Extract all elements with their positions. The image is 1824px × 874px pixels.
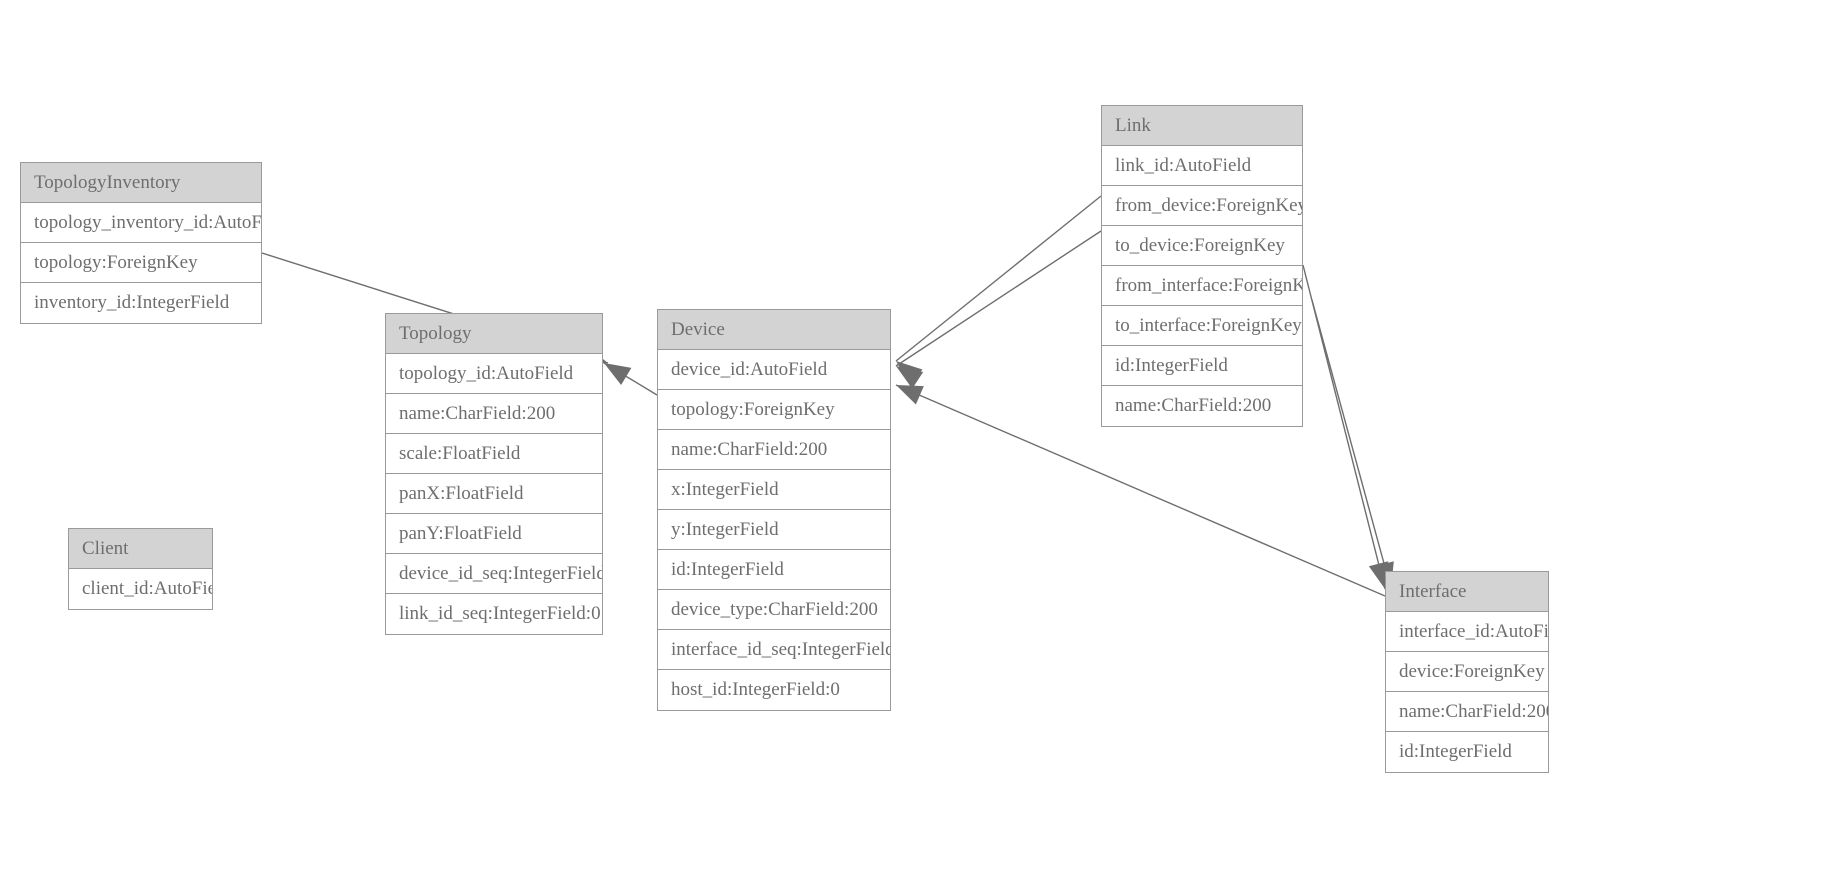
entity-field-row: inventory_id:IntegerField xyxy=(21,283,261,323)
entity-field-row: topology:ForeignKey xyxy=(21,243,261,283)
entity-field-row: to_interface:ForeignKey xyxy=(1102,306,1302,346)
edge-link-tointerface-interface xyxy=(1311,299,1392,590)
entity-fields-interface: interface_id:AutoFielddevice:ForeignKeyn… xyxy=(1386,612,1548,772)
entity-fields-client: client_id:AutoField xyxy=(69,569,212,609)
edge-link-frominterface-interface xyxy=(1302,264,1386,590)
entity-field-row: scale:FloatField xyxy=(386,434,602,474)
entity-field-row: id:IntegerField xyxy=(1102,346,1302,386)
entity-fields-topology_inventory: topology_inventory_id:AutoFieldtopology:… xyxy=(21,203,261,323)
edge-link-todevice-device xyxy=(895,230,1102,367)
entity-field-row: device:ForeignKey xyxy=(1386,652,1548,692)
edge-link-fromdevice-device xyxy=(895,195,1102,362)
entity-field-row: name:CharField:200 xyxy=(1386,692,1548,732)
entity-field-row: topology:ForeignKey xyxy=(658,390,890,430)
entity-field-row: id:IntegerField xyxy=(658,550,890,590)
entity-field-row: link_id_seq:IntegerField:0 xyxy=(386,594,602,634)
entity-field-row: device_type:CharField:200 xyxy=(658,590,890,630)
edge-link-fromdevice-device-arrowhead xyxy=(896,361,923,386)
entity-field-row: to_device:ForeignKey xyxy=(1102,226,1302,266)
entity-title-topology_inventory: TopologyInventory xyxy=(21,163,261,203)
edge-device-topology-arrowhead xyxy=(604,363,632,385)
entity-field-row: id:IntegerField xyxy=(1386,732,1548,772)
entity-field-row: panX:FloatField xyxy=(386,474,602,514)
entity-title-link: Link xyxy=(1102,106,1302,146)
entity-field-row: link_id:AutoField xyxy=(1102,146,1302,186)
entity-field-row: name:CharField:200 xyxy=(386,394,602,434)
entity-field-row: interface_id:AutoField xyxy=(1386,612,1548,652)
entity-title-client: Client xyxy=(69,529,212,569)
edge-interface-device-device-arrowhead xyxy=(896,385,924,405)
entity-box-interface[interactable]: Interfaceinterface_id:AutoFielddevice:Fo… xyxy=(1385,571,1549,773)
entity-title-device: Device xyxy=(658,310,890,350)
entity-field-row: host_id:IntegerField:0 xyxy=(658,670,890,710)
entity-field-row: device_id_seq:IntegerField:0 xyxy=(386,554,602,594)
entity-field-row: topology_id:AutoField xyxy=(386,354,602,394)
entity-field-row: from_device:ForeignKey xyxy=(1102,186,1302,226)
edge-link-todevice-device-arrowhead xyxy=(896,366,924,389)
entity-field-row: device_id:AutoField xyxy=(658,350,890,390)
entity-title-topology: Topology xyxy=(386,314,602,354)
entity-field-row: name:CharField:200 xyxy=(658,430,890,470)
entity-field-row: topology_inventory_id:AutoField xyxy=(21,203,261,243)
entity-field-row: panY:FloatField xyxy=(386,514,602,554)
entity-field-row: y:IntegerField xyxy=(658,510,890,550)
edge-device-topology xyxy=(603,362,658,396)
entity-field-row: interface_id_seq:IntegerField:0 xyxy=(658,630,890,670)
entity-title-interface: Interface xyxy=(1386,572,1548,612)
entity-field-row: from_interface:ForeignKey xyxy=(1102,266,1302,306)
entity-field-row: client_id:AutoField xyxy=(69,569,212,609)
entity-field-row: x:IntegerField xyxy=(658,470,890,510)
entity-field-row: name:CharField:200 xyxy=(1102,386,1302,426)
